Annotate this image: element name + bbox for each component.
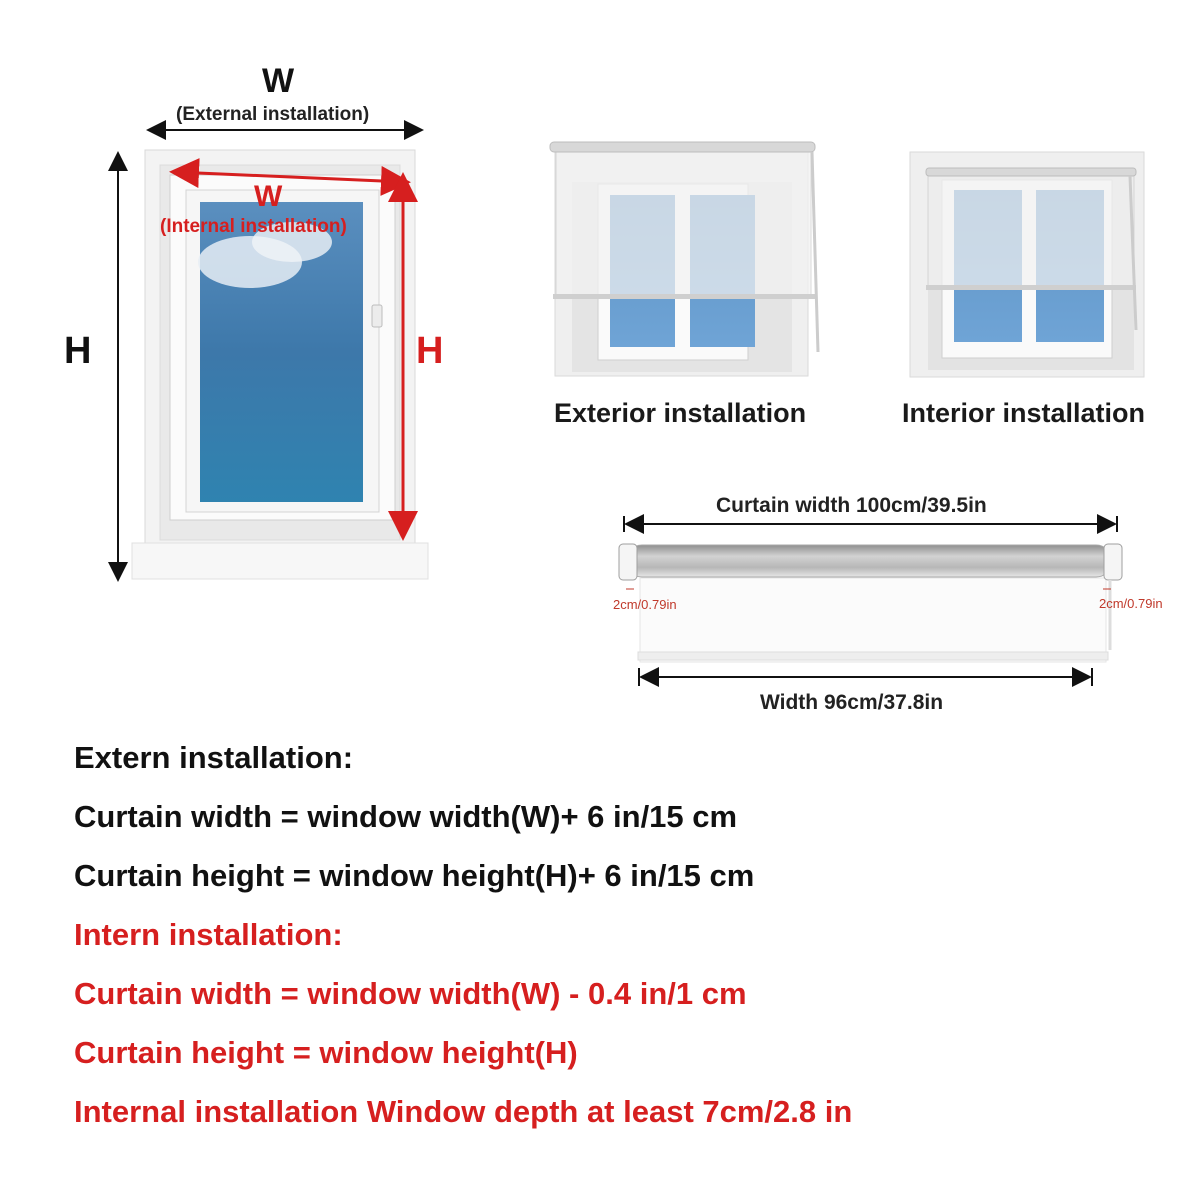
internal-height-label: H (416, 330, 444, 372)
roller-bottom-bar (637, 651, 1109, 661)
fabric-width-label: Width 96cm/37.8in (760, 691, 944, 714)
bracket-right (1103, 543, 1123, 581)
bracket-right-label: 2cm/0.79in (1099, 596, 1163, 611)
ext-blind-tube (549, 141, 816, 153)
internal-width-arrow (169, 158, 411, 196)
internal-width-label: W (254, 180, 283, 213)
note-extern-heading: Extern installation: (74, 740, 354, 775)
ext-chain (810, 151, 820, 353)
roller-fabric (639, 577, 1107, 663)
main-window (108, 120, 429, 582)
ext-bottom-bar (553, 294, 815, 299)
internal-installation-label: (Internal installation) (160, 216, 347, 237)
window-sill (131, 542, 429, 580)
exterior-installation-caption: Exterior installation (554, 398, 807, 428)
note-extern-width: Curtain width = window width(W)+ 6 in/15… (74, 799, 738, 834)
note-window-depth: Internal installation Window depth at le… (74, 1094, 853, 1129)
roller-diagram (618, 514, 1123, 687)
exterior-example (549, 141, 820, 377)
curtain-width-label: Curtain width 100cm/39.5in (716, 494, 987, 517)
note-extern-height: Curtain height = window height(H)+ 6 in/… (74, 858, 755, 893)
int-chain (1128, 175, 1138, 331)
cloud (252, 222, 332, 262)
external-height-label: H (64, 330, 92, 372)
int-bottom-bar (926, 285, 1136, 290)
note-intern-width: Curtain width = window width(W) - 0.4 in… (74, 976, 747, 1011)
interior-installation-caption: Interior installation (902, 398, 1146, 428)
interior-example (909, 151, 1145, 378)
external-width-label: W (262, 62, 295, 100)
bracket-left (618, 543, 638, 581)
ext-blind-fabric (555, 144, 812, 298)
roller-tube (625, 544, 1113, 578)
int-blind-fabric (927, 171, 1135, 288)
note-intern-height: Curtain height = window height(H) (74, 1035, 578, 1070)
window-handle (371, 304, 383, 328)
bracket-left-label: 2cm/0.79in (613, 597, 677, 612)
note-intern-heading: Intern installation: (74, 917, 343, 952)
external-installation-label: (External installation) (176, 104, 370, 125)
int-blind-tube (925, 167, 1137, 177)
